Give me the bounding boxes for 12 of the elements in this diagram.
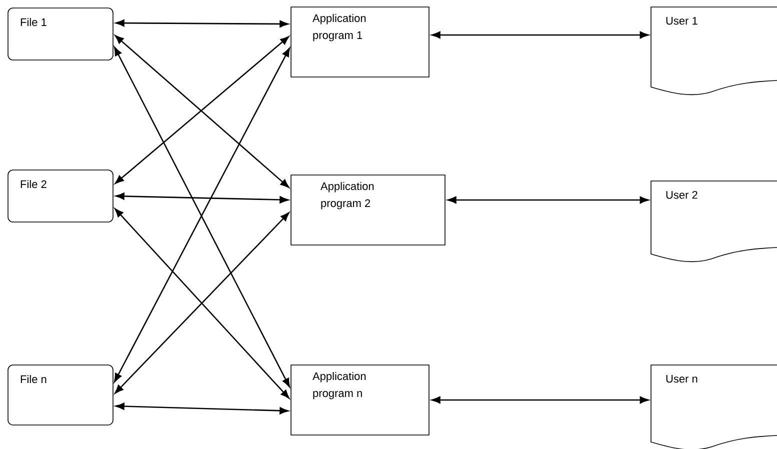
process-box: Application program n (290, 364, 430, 436)
rounded-box: File 1 (8, 8, 114, 60)
rounded-box: File 2 (8, 170, 114, 222)
arrow (116, 402, 288, 414)
process-box: Application program 2 (290, 174, 446, 246)
rounded-box: File n (8, 364, 114, 426)
arrow (116, 20, 288, 28)
arrow (432, 396, 649, 404)
arrow (448, 196, 649, 204)
arrow (116, 192, 288, 204)
arrow (432, 31, 649, 39)
process-box: Application program 1 (290, 6, 430, 78)
